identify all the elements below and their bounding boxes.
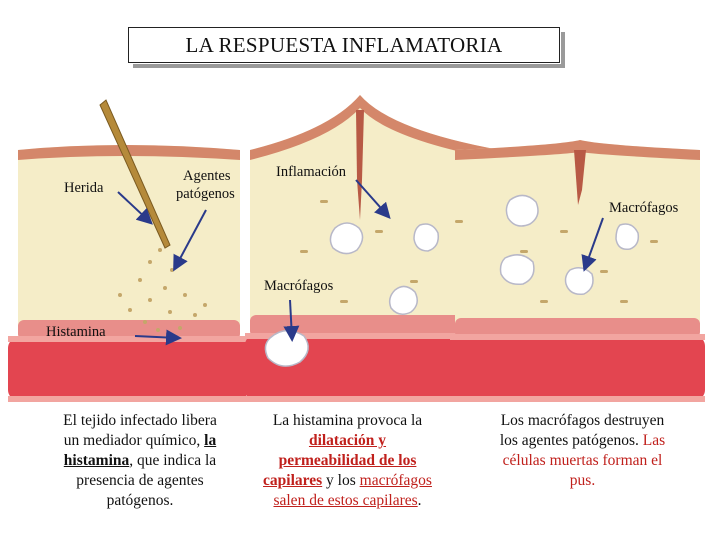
label-macrofagos-right: Macrófagos	[609, 200, 678, 216]
caption-center-line1: La histamina provoca la	[240, 411, 455, 431]
caption-center-line2: dilatación y	[240, 431, 455, 451]
label-herida: Herida	[64, 180, 103, 196]
caption-right-line2: los agentes patógenos. Las	[470, 431, 695, 451]
caption-left-line3a: histamina	[64, 452, 129, 469]
caption-right-line4: pus.	[470, 471, 695, 491]
caption-left-line2b: la	[204, 432, 216, 449]
label-histamina: Histamina	[46, 324, 106, 340]
label-agentes-line2: patógenos	[176, 186, 235, 202]
caption-center: La histamina provoca la dilatación y per…	[240, 411, 455, 511]
caption-center-line5: salen de estos capilares.	[240, 491, 455, 511]
caption-left-line2a: un mediador químico,	[64, 432, 204, 449]
caption-center-line4a: capilares	[263, 472, 322, 489]
caption-left-line3b: , que indica la	[129, 452, 216, 469]
caption-center-line3: permeabilidad de los	[240, 451, 455, 471]
caption-right-line1: Los macrófagos destruyen	[470, 411, 695, 431]
caption-right-line2b: Las	[643, 432, 665, 449]
label-inflamacion: Inflamación	[276, 164, 346, 180]
label-agentes-line1: Agentes	[183, 168, 231, 184]
caption-left-line4: presencia de agentes	[30, 471, 250, 491]
caption-center-line4: capilares y los macrófagos	[240, 471, 455, 491]
caption-center-line5b: .	[418, 492, 422, 509]
caption-right-line3: células muertas forman el	[470, 451, 695, 471]
caption-center-line5a: salen de estos capilares	[273, 492, 417, 509]
caption-right: Los macrófagos destruyen los agentes pat…	[470, 411, 695, 491]
caption-left-line2: un mediador químico, la	[30, 431, 250, 451]
caption-right-line2a: los agentes patógenos.	[500, 432, 643, 449]
caption-center-line4b: y los	[322, 472, 359, 489]
caption-left-line1: El tejido infectado libera	[30, 411, 250, 431]
label-macrofagos-center: Macrófagos	[264, 278, 333, 294]
caption-center-line4c: macrófagos	[360, 472, 432, 489]
caption-left: El tejido infectado libera un mediador q…	[30, 411, 250, 511]
caption-left-line3: histamina, que indica la	[30, 451, 250, 471]
caption-left-line5: patógenos.	[30, 491, 250, 511]
